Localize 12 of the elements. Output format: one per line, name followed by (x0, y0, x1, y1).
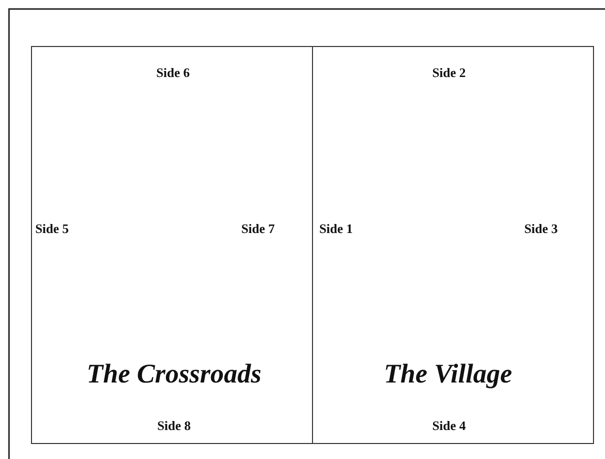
side-label: Side 7 (241, 221, 275, 237)
panel-title: The Crossroads (86, 358, 262, 390)
side-label: Side 2 (432, 65, 466, 81)
side-label: Side 4 (432, 418, 466, 434)
side-label: Side 6 (156, 65, 190, 81)
side-label: Side 8 (157, 418, 191, 434)
panel-title: The Village (384, 358, 512, 390)
side-label: Side 3 (524, 221, 558, 237)
side-label: Side 1 (319, 221, 353, 237)
panel-box (31, 46, 313, 444)
side-label: Side 5 (35, 221, 69, 237)
panel-box (312, 46, 594, 444)
